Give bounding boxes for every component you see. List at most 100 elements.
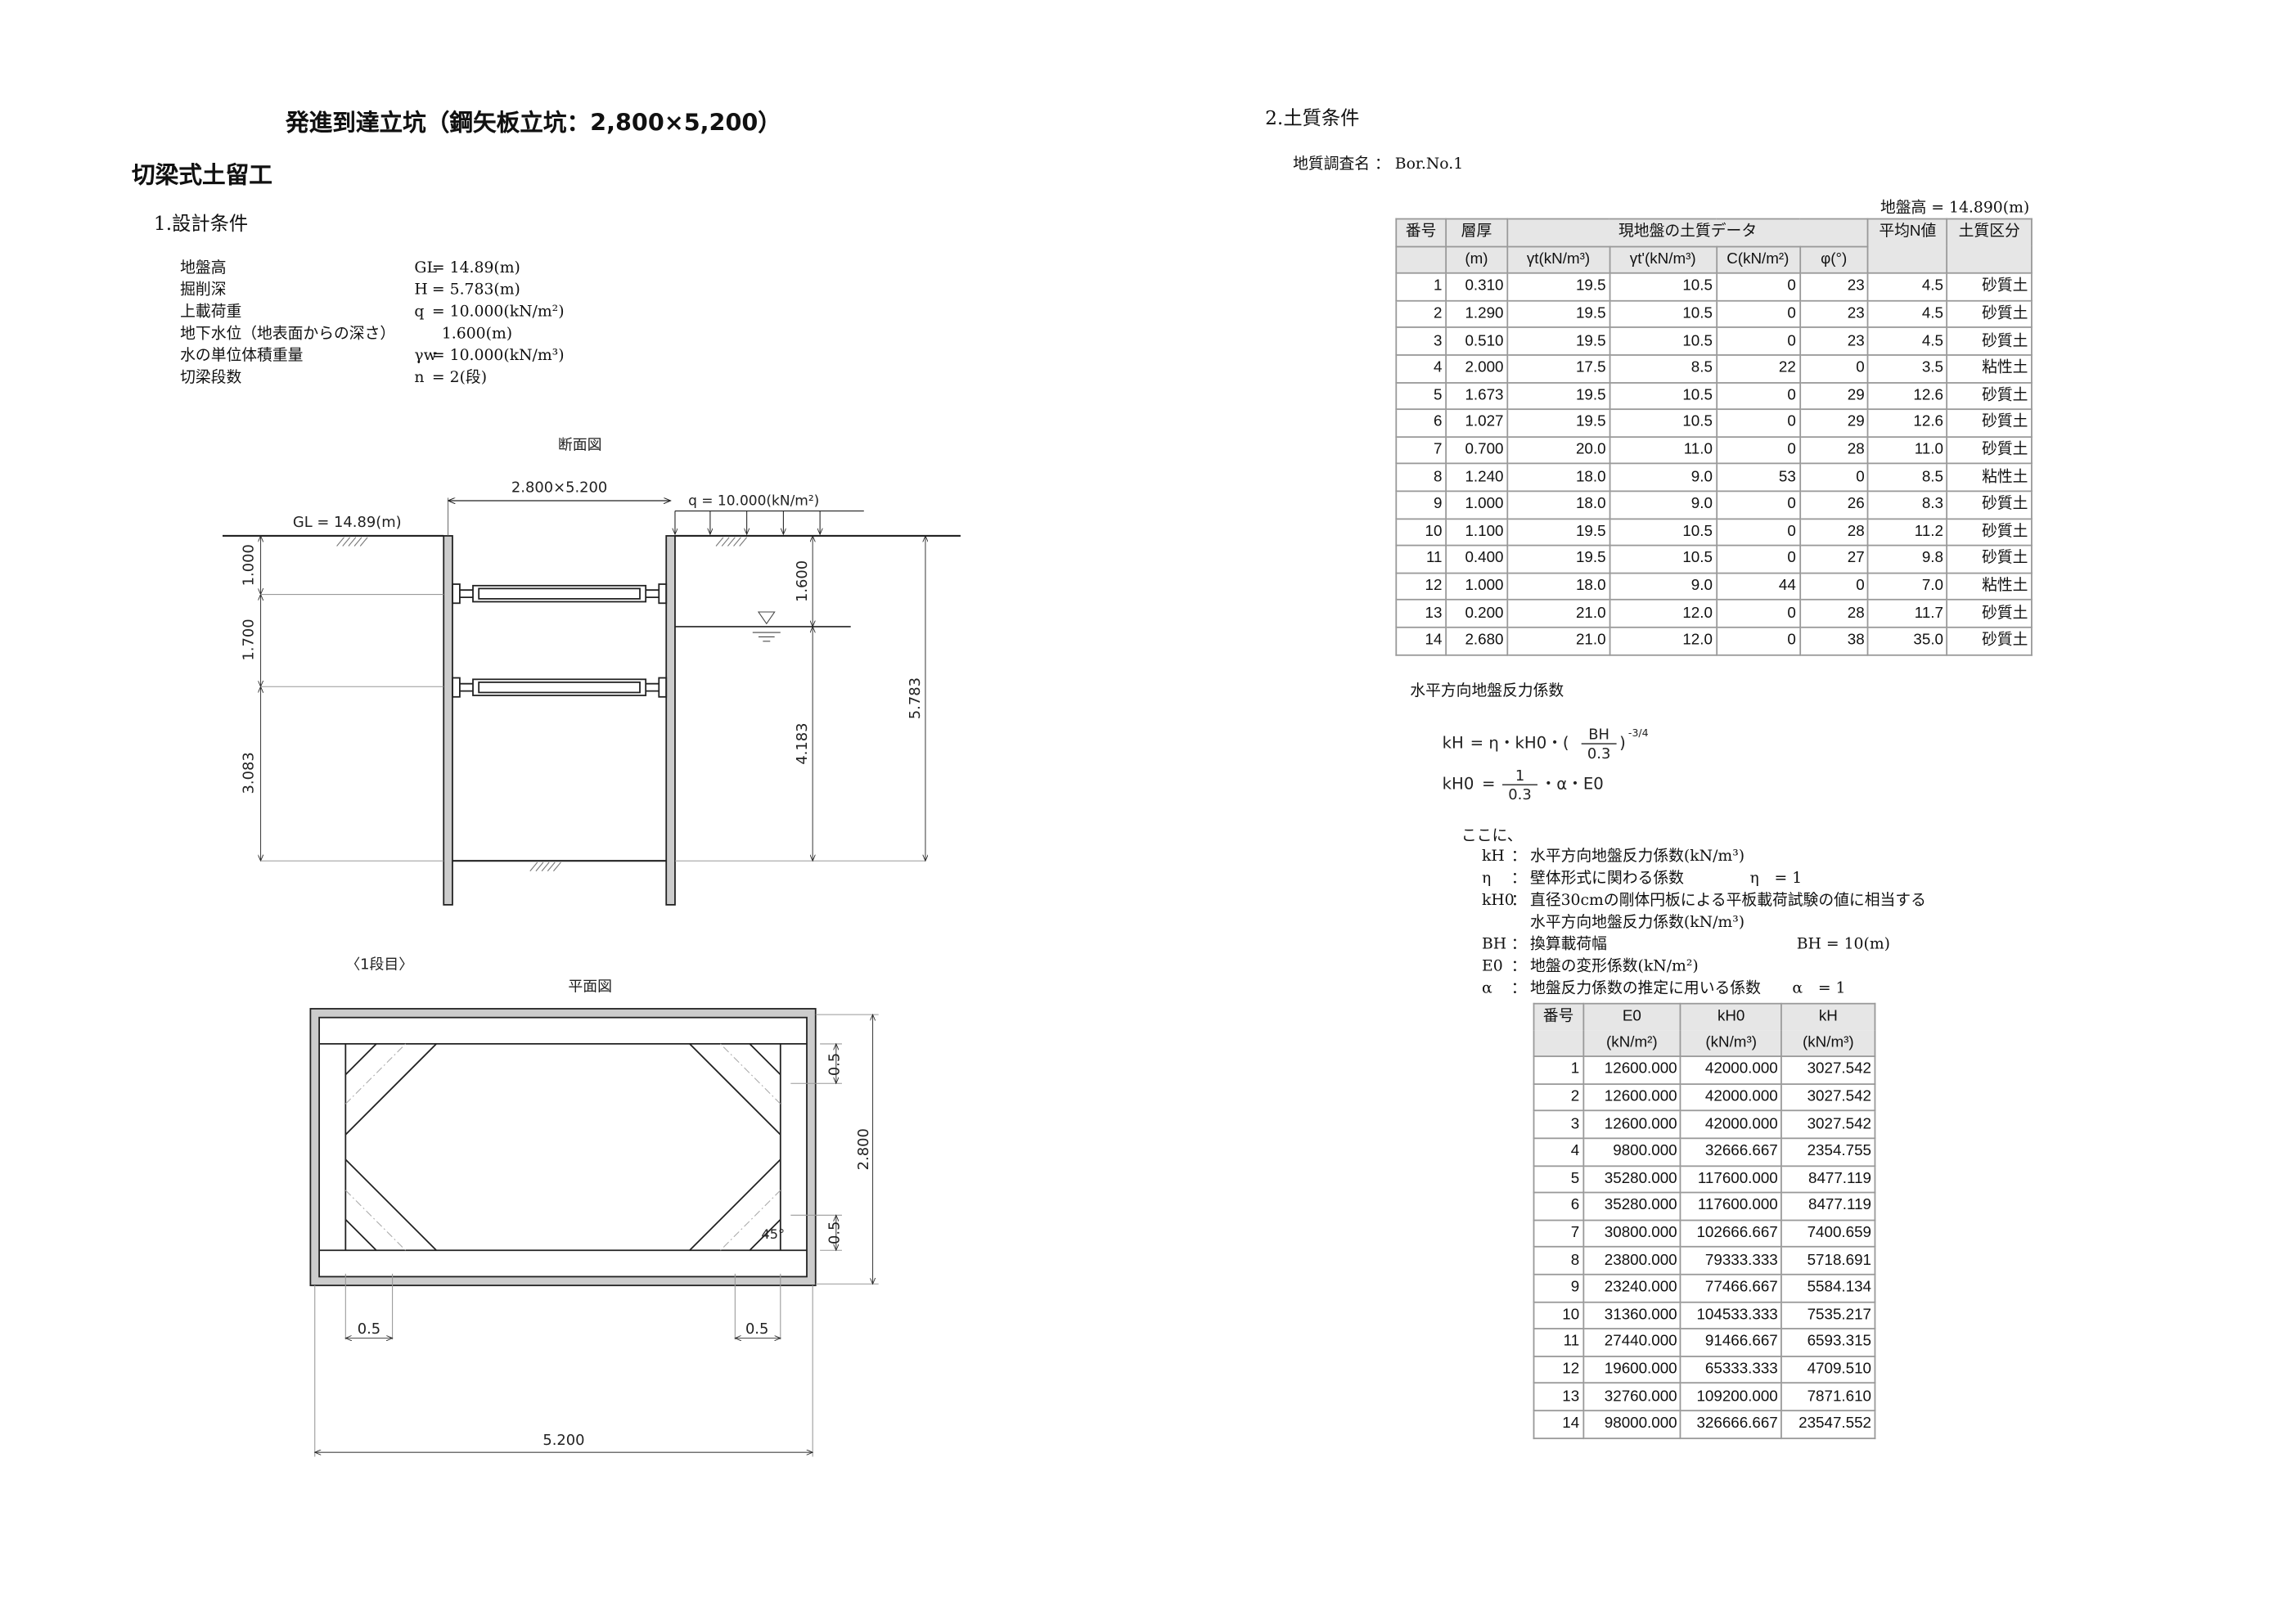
table-cell: 7.0: [1867, 572, 1948, 601]
table-cell: 23: [1799, 272, 1870, 302]
condition-label: 切梁段数: [180, 368, 242, 387]
table-cell: 18.0: [1506, 490, 1610, 520]
table-cell: 11: [1533, 1328, 1584, 1357]
table-cell: 3027.542: [1781, 1082, 1876, 1112]
table-cell: 7: [1533, 1219, 1584, 1248]
table-cell: 35280.000: [1582, 1191, 1681, 1221]
table-cell: 32666.667: [1680, 1137, 1783, 1167]
header-n: 平均N値: [1867, 218, 1948, 274]
table-cell: 砂質土: [1946, 435, 2033, 465]
table-cell: 11.7: [1867, 599, 1948, 628]
header-cell: (kN/m³): [1781, 1030, 1876, 1058]
wales: [319, 1043, 808, 1252]
table-cell: 1.290: [1445, 299, 1508, 329]
strut-1: [452, 583, 668, 605]
condition-value: 1.600(m): [431, 325, 513, 343]
table-cell: 30800.000: [1582, 1219, 1681, 1248]
section1-heading: 1.設計条件: [153, 214, 249, 236]
table-cell: 3027.542: [1781, 1055, 1876, 1085]
formula-lhs: kH0: [1443, 775, 1474, 794]
condition-label: 水の単位体積重量: [180, 347, 304, 365]
plan-stage: 〈1段目〉: [345, 956, 413, 974]
table-cell: 1.100: [1445, 517, 1508, 547]
table-cell: 0: [1715, 272, 1801, 302]
table-cell: 14: [1395, 626, 1447, 655]
condition-label: 地盤高: [180, 259, 227, 277]
table-cell: 砂質土: [1946, 599, 2033, 628]
table-cell: 砂質土: [1946, 299, 2033, 329]
table-cell: 23800.000: [1582, 1246, 1681, 1275]
table-cell: 18.0: [1506, 463, 1610, 493]
table-cell: 4709.510: [1781, 1355, 1876, 1384]
table-cell: 0: [1715, 435, 1801, 465]
table-cell: 10.5: [1609, 408, 1717, 438]
table-cell: 9: [1533, 1273, 1584, 1302]
table-cell: 14: [1533, 1410, 1584, 1439]
page-title: 発進到達立坑（鋼矢板立坑：2,800×5,200）: [285, 108, 781, 137]
table-cell: 8477.119: [1781, 1164, 1876, 1194]
definition-row: 水平方向地盤反力係数(kN/m³): [1482, 912, 1979, 934]
table-cell: 104533.333: [1680, 1301, 1783, 1330]
table-cell: 8.5: [1609, 354, 1717, 384]
plan-drawing: 〈1段目〉 平面図 45°: [309, 956, 879, 1457]
table-cell: 4.5: [1867, 299, 1948, 329]
plan-dimensions: [315, 1014, 879, 1457]
table-cell: 21.0: [1506, 626, 1610, 655]
section2-heading: 2.土質条件: [1265, 108, 1360, 131]
table-cell: 砂質土: [1946, 381, 2033, 411]
table-cell: 8477.119: [1781, 1191, 1876, 1221]
table-cell: 0: [1715, 490, 1801, 520]
table-cell: 19.5: [1506, 408, 1610, 438]
table-cell: 3027.542: [1781, 1110, 1876, 1140]
table-cell: 4: [1533, 1137, 1584, 1167]
table-cell: 22: [1715, 354, 1801, 384]
condition-value: = 2(段): [431, 368, 488, 387]
load-arrows-icon: [675, 510, 864, 535]
table-cell: 4.5: [1867, 326, 1948, 356]
table-cell: 粘性土: [1946, 572, 2033, 601]
table-cell: 29: [1799, 381, 1870, 411]
definition-colon: ：: [1510, 935, 1527, 953]
table-cell: 10.5: [1609, 272, 1717, 302]
table-cell: 0: [1715, 381, 1801, 411]
table-cell: 31360.000: [1582, 1301, 1681, 1330]
table-cell: 65333.333: [1680, 1355, 1783, 1384]
table-cell: 3: [1533, 1110, 1584, 1140]
table-cell: 27440.000: [1582, 1328, 1681, 1357]
plan-title: 平面図: [568, 978, 612, 995]
table-cell: 117600.000: [1680, 1164, 1783, 1194]
table-cell: 28: [1799, 517, 1870, 547]
header-cell: kH0: [1680, 1002, 1783, 1031]
table-cell: 砂質土: [1946, 326, 2033, 356]
table-cell: 12.6: [1867, 381, 1948, 411]
where-label: ここに、: [1461, 827, 1523, 845]
table-cell: 0: [1799, 463, 1870, 493]
header-type: 土質区分: [1946, 218, 2033, 274]
definition-colon: ：: [1510, 979, 1527, 997]
header-cell: E0: [1582, 1002, 1681, 1031]
dim-corner-top: 0.5: [826, 1053, 843, 1076]
table-cell: 1.673: [1445, 381, 1508, 411]
size-label: 2.800×5.200: [511, 479, 607, 496]
table-cell: 19.5: [1506, 326, 1610, 356]
page-subtitle: 切梁式土留工: [132, 160, 272, 189]
table-cell: 1.000: [1445, 490, 1508, 520]
table-cell: 12.0: [1609, 626, 1717, 655]
angle-label: 45°: [762, 1226, 786, 1242]
